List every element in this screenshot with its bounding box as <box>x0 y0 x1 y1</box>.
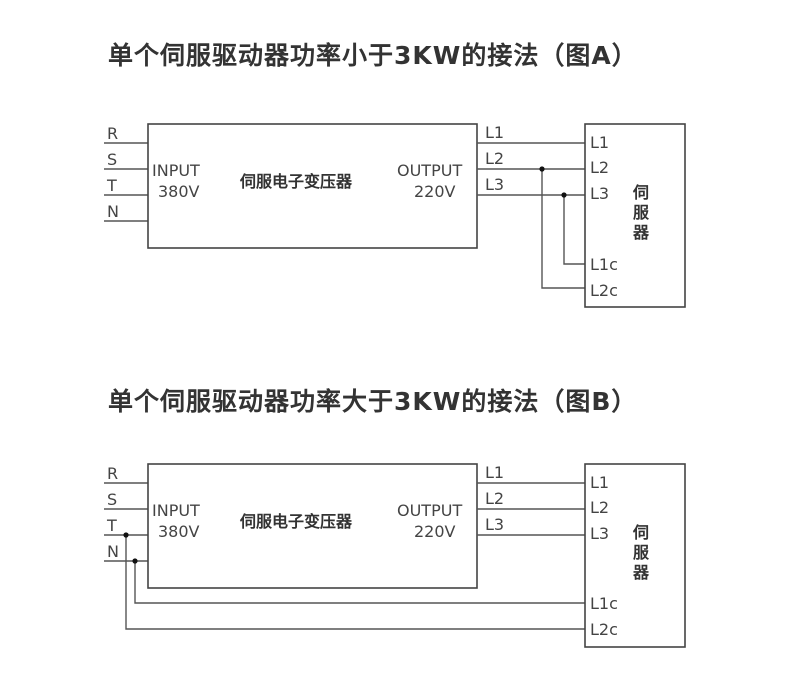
junction-dot <box>123 532 129 538</box>
transformer-box <box>147 463 478 589</box>
output-label-l1: L1 <box>485 463 504 482</box>
transformer-input-voltage: 380V <box>158 522 200 541</box>
transformer-box <box>147 123 478 249</box>
output-label-l2: L2 <box>485 149 504 168</box>
control-wire-l2c <box>125 535 585 630</box>
servo-terminal-l1c: L1c <box>590 594 618 613</box>
transformer-name: 伺服电子变压器 <box>239 172 353 191</box>
servo-name-char: 服 <box>633 543 650 562</box>
input-label-r: R <box>107 464 118 483</box>
servo-name-char: 器 <box>632 563 650 582</box>
servo-terminal-l2c: L2c <box>590 281 618 300</box>
control-wire-l1c <box>134 561 585 604</box>
input-label-s: S <box>107 490 117 509</box>
control-wire-l2c <box>541 169 585 289</box>
output-label-l1: L1 <box>485 123 504 142</box>
diagram-b: R S T N INPUT 380V 伺服电子变压器 OUTPUT 220V L… <box>104 463 686 648</box>
servo-terminal-l1: L1 <box>590 133 609 152</box>
junction-dot <box>132 558 138 564</box>
output-label-l2: L2 <box>485 489 504 508</box>
input-label-s: S <box>107 150 117 169</box>
transformer-input-label: INPUT <box>152 501 200 520</box>
diagram-a: R S T N INPUT 380V 伺服电子变压器 OUTPUT 220V L… <box>104 123 686 308</box>
control-wire-l1c <box>563 195 585 265</box>
transformer-output-label: OUTPUT <box>397 501 462 520</box>
transformer-output-voltage: 220V <box>414 522 456 541</box>
transformer-input-label: INPUT <box>152 161 200 180</box>
input-label-r: R <box>107 124 118 143</box>
servo-terminal-l2c: L2c <box>590 620 618 639</box>
output-label-l3: L3 <box>485 175 504 194</box>
servo-terminal-l1: L1 <box>590 473 609 492</box>
output-label-l3: L3 <box>485 515 504 534</box>
input-label-t: T <box>106 516 117 535</box>
transformer-input-voltage: 380V <box>158 182 200 201</box>
servo-terminal-l3: L3 <box>590 184 609 203</box>
transformer-output-label: OUTPUT <box>397 161 462 180</box>
diagram-b-title: 单个伺服驱动器功率大于3KW的接法（图B） <box>108 387 638 416</box>
transformer-name: 伺服电子变压器 <box>239 512 353 531</box>
diagram-a-title: 单个伺服驱动器功率小于3KW的接法（图A） <box>108 41 638 70</box>
servo-terminal-l1c: L1c <box>590 255 618 274</box>
servo-box <box>584 123 686 308</box>
servo-terminal-l2: L2 <box>590 158 609 177</box>
servo-terminal-l2: L2 <box>590 498 609 517</box>
servo-name-char: 伺 <box>632 523 649 542</box>
transformer-output-voltage: 220V <box>414 182 456 201</box>
servo-name-char: 器 <box>632 223 650 242</box>
servo-name-char: 伺 <box>632 183 649 202</box>
servo-box <box>584 463 686 648</box>
servo-terminal-l3: L3 <box>590 524 609 543</box>
input-label-n: N <box>107 542 119 561</box>
input-label-t: T <box>106 176 117 195</box>
input-label-n: N <box>107 202 119 221</box>
junction-dot <box>539 166 545 172</box>
junction-dot <box>561 192 567 198</box>
servo-name-char: 服 <box>633 203 650 222</box>
